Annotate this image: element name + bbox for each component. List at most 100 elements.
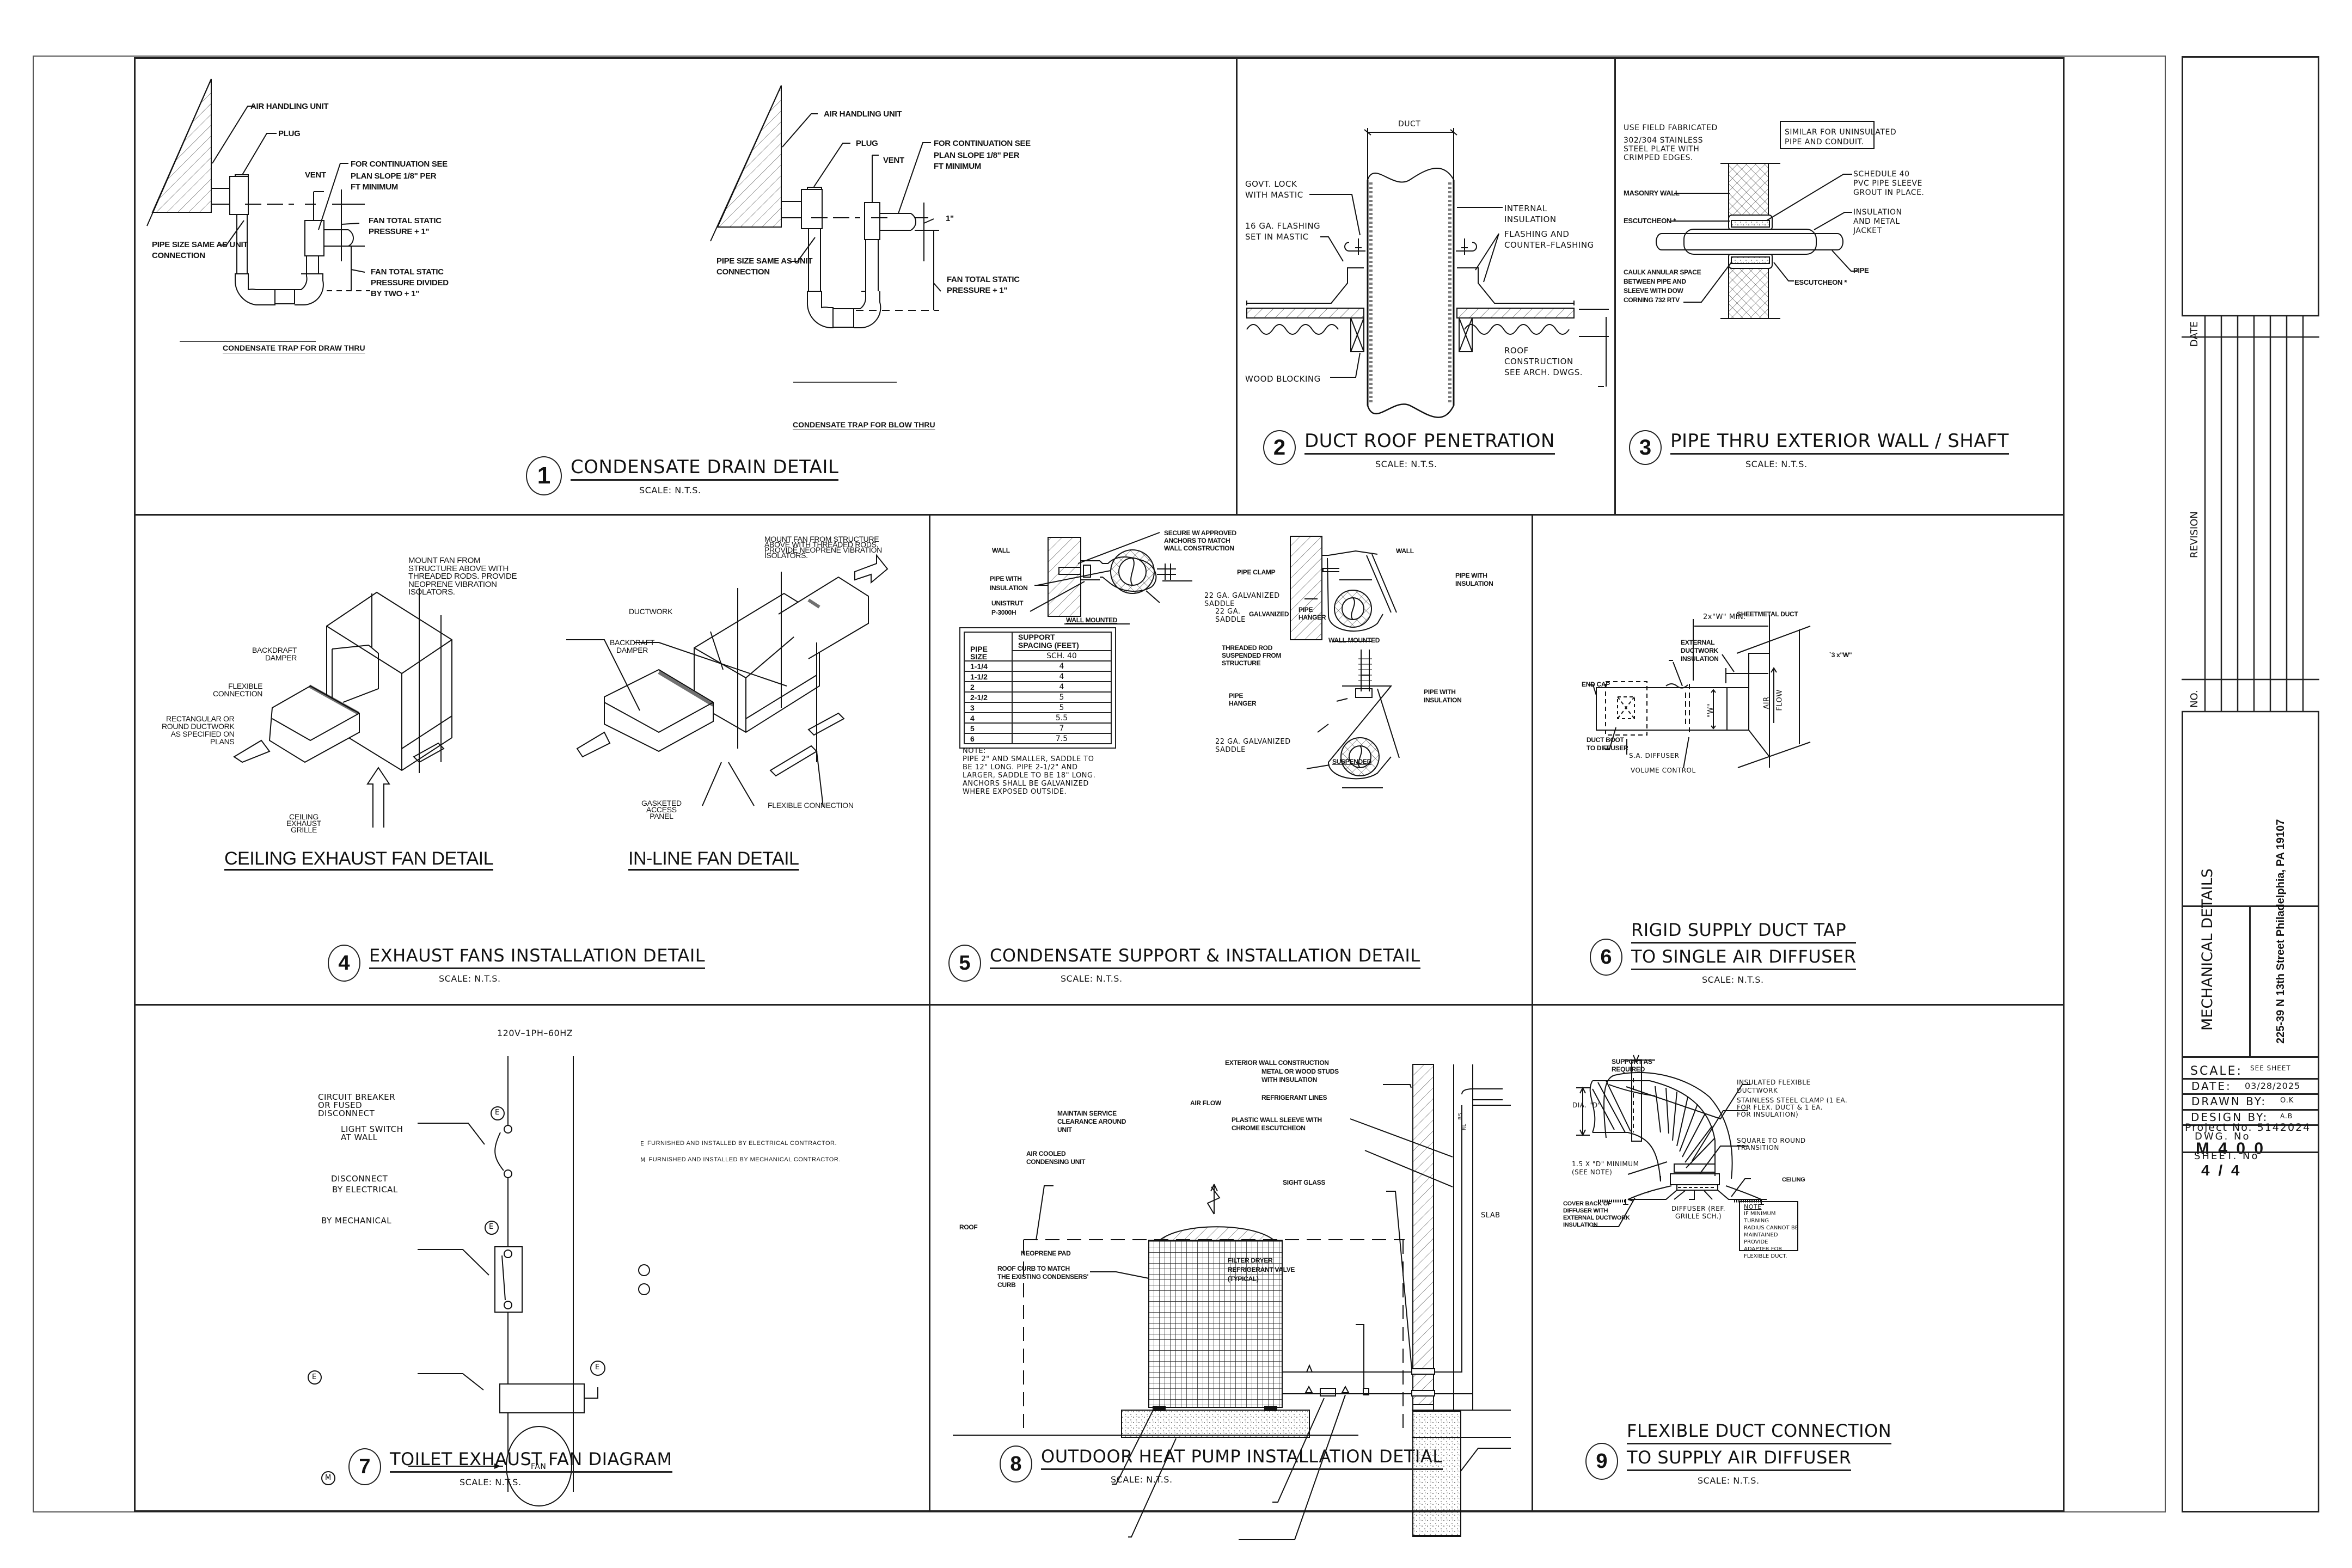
pipe-size-cell: 3 [964, 702, 1013, 713]
title-address-block [2182, 905, 2319, 1058]
pipe-size-cell: 1-1/4 [964, 660, 1013, 672]
d1b-continuation-label: FOR CONTINUATION SEE [934, 139, 1031, 148]
detail-6-title-line2: TO SINGLE AIR DIFFUSER [1631, 946, 1857, 970]
sheet-no-value: 4 / 4 [2201, 1162, 2242, 1179]
revision-header-date: DATE [2189, 321, 2200, 347]
spacing-cell: 4 [1012, 660, 1112, 672]
sheet-no-label: SHEET. No [2194, 1150, 2259, 1162]
d4-mount-inline-label: MOUNT FAN FROM STRUCTURE ABOVE WITH THRE… [764, 535, 882, 560]
detail-8-scale: SCALE: N.T.S. [1111, 1474, 1173, 1485]
design-by-row [2182, 1109, 2319, 1124]
d7-light-switch-label: LIGHT SWITCH AT WALL [341, 1124, 403, 1142]
d3-insulation-label: INSULATION AND METAL JACKET [1853, 208, 1902, 235]
d9-note-box: NOTE IF MINIMUM TURNING RADIUS CANNOT BE… [1740, 1202, 1798, 1259]
d4-ductwork-ceiling-label: RECTANGULAR OR ROUND DUCTWORK AS SPECIFI… [162, 714, 235, 746]
d5-wall2-label: WALL [1396, 547, 1414, 555]
d9-clamp-label: STAINLESS STEEL CLAMP (1 EA. FOR FLEX. D… [1737, 1097, 1848, 1118]
d1a-slope-label: PLAN SLOPE 1/8" PER FT MINIMUM [351, 171, 437, 192]
d2-roof-construction-label: ROOF CONSTRUCTION SEE ARCH. DWGS. [1504, 346, 1583, 377]
d2-counter-flashing-label: FLASHING AND COUNTER–FLASHING [1504, 229, 1594, 250]
legend-text-e: FURNISHED AND INSTALLED BY ELECTRICAL CO… [647, 1140, 837, 1147]
d8-roof-curb-label: ROOF CURB TO MATCH THE EXISTING CONDENSE… [997, 1265, 1089, 1289]
d1b-slope-label: PLAN SLOPE 1/8" PER FT MINIMUM [934, 151, 1020, 171]
d8-air-flow-label: AIR FLOW [1190, 1099, 1221, 1107]
detail-9-bubble: 9 [1585, 1443, 1618, 1480]
d9-min-radius-label: 1.5 X "D" MINIMUM (SEE NOTE) [1572, 1160, 1639, 1176]
detail-3-scale: SCALE: N.T.S. [1745, 459, 1808, 469]
detail-7-title: TOILET EXHAUST FAN DIAGRAM [390, 1448, 672, 1473]
detail-7-title-block: 7 TOILET EXHAUST FAN DIAGRAM SCALE: N.T.… [348, 1448, 672, 1487]
d8-studs-label: METAL OR WOOD STUDS WITH INSULATION [1261, 1068, 1339, 1083]
d5-pipe-insulation-label: PIPE WITH INSULATION [990, 575, 1028, 592]
d9-cover-back-label: COVER BACK OF DIFFUSER WITH EXTERNAL DUC… [1563, 1200, 1630, 1228]
spacing-cell: 5.5 [1012, 712, 1112, 724]
spacing-cell: 5 [1012, 691, 1112, 703]
pipe-size-cell: 1-1/2 [964, 671, 1013, 682]
d5-saddle-22b-label: 22 GA. SADDLE [1215, 608, 1246, 624]
d8-rs-label: RS [1457, 1112, 1463, 1120]
d6-volume-control-label: VOLUME CONTROL [1631, 767, 1696, 774]
d3-escutcheon-left-label: ESCUTCHEON * [1624, 217, 1676, 225]
d2-internal-insulation-label: INTERNAL INSULATION [1504, 204, 1557, 224]
detail-6-title-line1: RIGID SUPPLY DUCT TAP [1631, 919, 1857, 944]
pipe-size-cell: 2-1/2 [964, 691, 1013, 703]
detail-1-scale: SCALE: N.T.S. [639, 485, 701, 495]
d5-pipe-insulation2-label: PIPE WITH INSULATION [1455, 572, 1493, 587]
d5-galvanized-label: GALVANIZED [1249, 610, 1289, 618]
d1b-one-inch-label: 1" [946, 214, 954, 223]
col-divider-r1a [1236, 57, 1238, 514]
d5-pipe-insulation3-label: PIPE WITH INSULATION [1424, 688, 1462, 704]
d7-power-label: 120V–1PH–60HZ [497, 1028, 573, 1038]
d6-sheetmetal-label: SHEETMETAL DUCT [1737, 610, 1798, 618]
toilet-exhaust-fan-drawing [308, 1056, 650, 1492]
d5-saddle-22-label: 22 GA. GALVANIZED SADDLE [1204, 592, 1280, 608]
spacing-cell: 4 [1012, 681, 1112, 693]
d5-wall-mounted2-label: WALL MOUNTED [1328, 636, 1380, 644]
design-by-value: A.B [2280, 1112, 2293, 1120]
d7-legend-item-m: M FURNISHED AND INSTALLED BY MECHANICAL … [640, 1152, 841, 1168]
d5-note: NOTE: PIPE 2" AND SMALLER, SADDLE TO BE … [963, 747, 1096, 796]
d8-sight-glass-label: SIGHT GLASS [1283, 1179, 1326, 1186]
d5-wall-mounted-label: WALL MOUNTED [1066, 616, 1118, 624]
spacing-cell: 7.5 [1012, 733, 1112, 744]
dwg-no-value: M 4 0 0 [2196, 1140, 2266, 1157]
detail-4-bubble: 4 [328, 945, 360, 982]
legend-symbol-e: E [640, 1140, 644, 1147]
pipe-thru-wall-drawing [1656, 121, 1875, 319]
sheet-no-row [2182, 1152, 2319, 1179]
d5-suspended-label: SUSPENDED [1332, 758, 1371, 765]
detail-9-title-line1: FLEXIBLE DUCT CONNECTION [1627, 1420, 1892, 1444]
detail-3-title: PIPE THRU EXTERIOR WALL / SHAFT [1670, 430, 2009, 455]
project-address: 225-39 N 13th Street Philadelphia, PA 19… [2275, 819, 2287, 1044]
d3-stainless-label: 302/304 STAINLESS STEEL PLATE WITH CRIMP… [1624, 136, 1704, 162]
pipe-size-cell: 2 [964, 681, 1013, 693]
d6-end-cap-label: END CAP [1582, 681, 1610, 688]
detail-8-bubble: 8 [1000, 1445, 1032, 1483]
detail-2-title: DUCT ROOF PENETRATION [1304, 430, 1555, 455]
heat-pump-drawing [953, 1064, 1511, 1540]
d6-air-label: AIR [1762, 696, 1771, 709]
revision-header-revision: REVISION [2189, 511, 2200, 558]
detail-6-title-block: 6 RIGID SUPPLY DUCT TAP TO SINGLE AIR DI… [1590, 919, 1857, 985]
col-divider-r1b [1614, 57, 1616, 514]
d8-exterior-wall-label: EXTERIOR WALL CONSTRUCTION [1225, 1059, 1329, 1067]
d7-e-symbol-breaker: E [495, 1108, 500, 1117]
pipe-size-cell: 4 [964, 712, 1013, 724]
table-header-spacing: SUPPORT SPACING (FEET) [1012, 632, 1112, 651]
d1b-fan-static-label: FAN TOTAL STATIC PRESSURE + 1" [947, 275, 1020, 295]
d7-legend-item-e: E FURNISHED AND INSTALLED BY ELECTRICAL … [640, 1135, 841, 1152]
d9-dia-label: DIA. "D" [1572, 1101, 1601, 1109]
d5-secure-label: SECURE W/ APPROVED ANCHORS TO MATCH WALL… [1164, 529, 1236, 552]
detail-4-title-block: 4 EXHAUST FANS INSTALLATION DETAIL SCALE… [328, 945, 706, 984]
d1b-caption: CONDENSATE TRAP FOR BLOW THRU [793, 420, 935, 429]
row-divider-2 [134, 1004, 2065, 1006]
drawn-by-value: O.K [2280, 1097, 2294, 1105]
d4-flexible-ceiling-label: FLEXIBLE CONNECTION [213, 682, 263, 698]
d8-refrigerant-lines-label: REFRIGERANT LINES [1261, 1094, 1327, 1101]
condensate-support-drawing [1030, 532, 1400, 788]
d1a-continuation-label: FOR CONTINUATION SEE [351, 160, 448, 169]
